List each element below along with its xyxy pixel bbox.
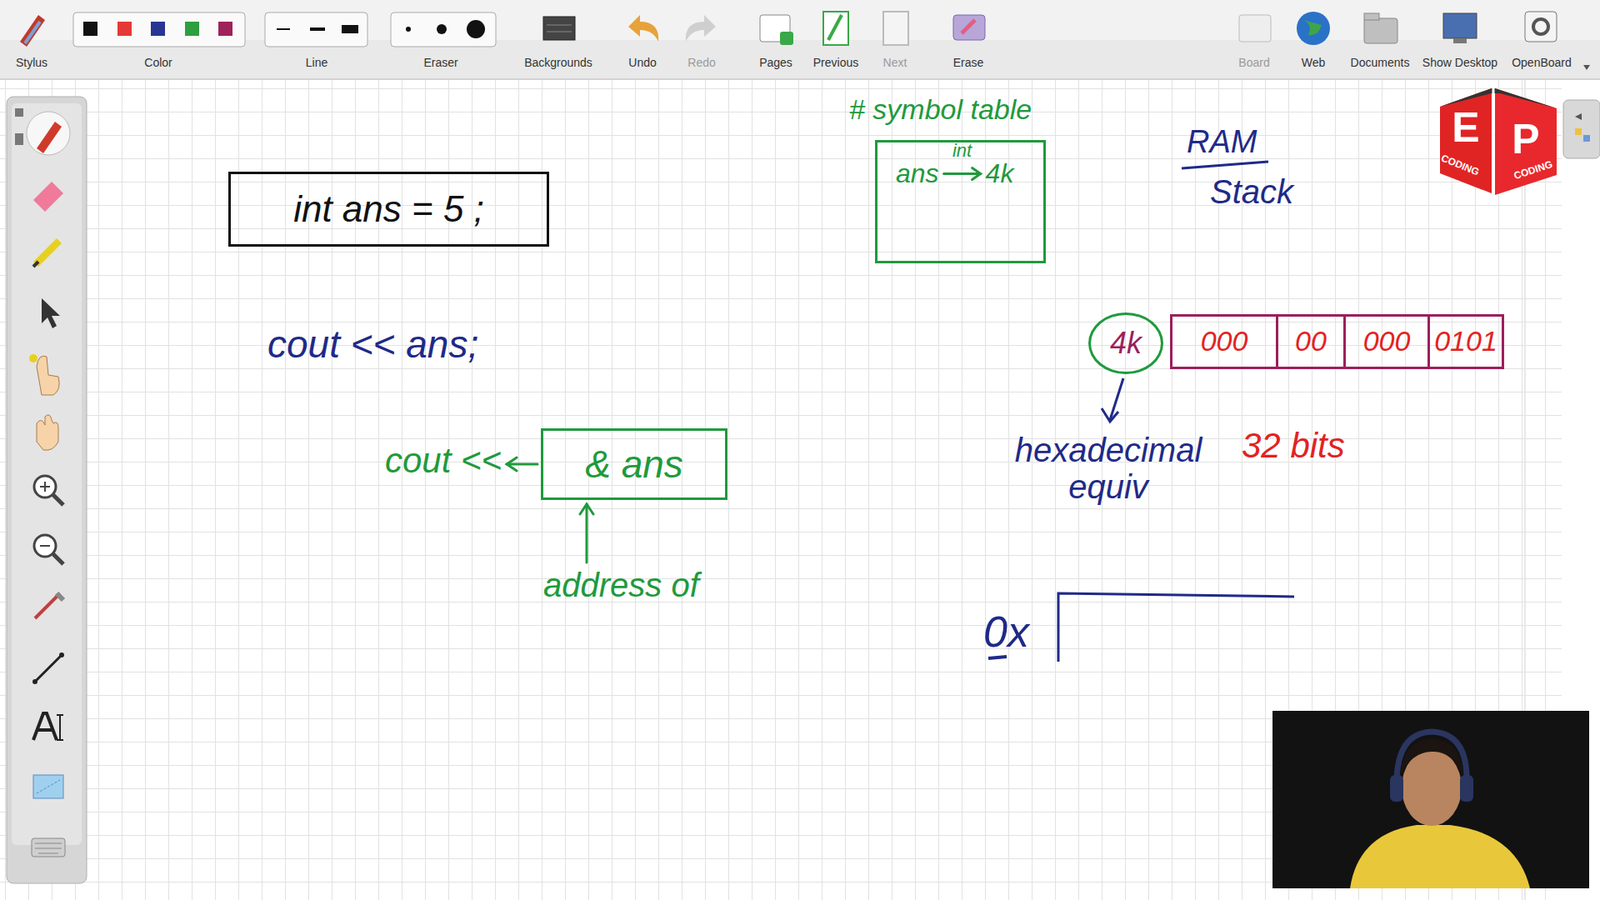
address-circle: 4k xyxy=(1088,312,1164,375)
memory-cell: 000 xyxy=(1170,314,1279,370)
toolbar-label: Documents xyxy=(1350,56,1410,70)
left-toolbar xyxy=(6,96,87,884)
bit-text: 000 xyxy=(1363,325,1411,357)
note: RAM xyxy=(1186,125,1257,160)
toolbar-label: Redo xyxy=(687,56,715,70)
table-heading: # symbol table xyxy=(849,94,1032,125)
toolbar-label: Erase xyxy=(953,56,985,70)
bit-text: 0101 xyxy=(1434,325,1498,357)
toolbar-label: Stylus xyxy=(15,56,48,70)
address-box: & ans xyxy=(540,428,728,500)
toolbar-label: Next xyxy=(883,56,908,70)
logo xyxy=(1440,88,1557,195)
table-arrow xyxy=(944,172,981,175)
top-toolbar xyxy=(0,0,1600,80)
memory-cell: 000 xyxy=(1343,314,1430,370)
table-arrowhead xyxy=(972,168,981,180)
hex-underline xyxy=(988,656,1007,659)
bit-text: 000 xyxy=(1200,325,1249,357)
toolbar-label: Backgrounds xyxy=(524,56,593,70)
toolbar-label: Previous xyxy=(813,56,859,70)
symbol-table-box: # symbol tableansint4k xyxy=(875,140,1046,264)
toolbar-label: Line xyxy=(305,56,328,70)
box-text: & ans xyxy=(585,443,684,486)
toolbar-label: Color xyxy=(144,56,172,70)
memory-cell: 00 xyxy=(1275,314,1346,370)
toolbar-label: Board xyxy=(1238,56,1270,70)
hex-leader xyxy=(1101,378,1124,422)
box-text: 4k xyxy=(1110,326,1142,360)
webcam-feed xyxy=(1272,710,1590,889)
hex-prefix: 0x xyxy=(983,608,1030,656)
note: Stack xyxy=(1210,173,1294,210)
ram-underline xyxy=(1181,161,1269,169)
code-box: int ans = 5 ; xyxy=(228,171,550,247)
code-line: cout << xyxy=(385,441,502,480)
toolbar-label: OpenBoard xyxy=(1511,56,1572,70)
address-arrowhead xyxy=(580,504,594,515)
table-type: int xyxy=(952,140,972,161)
toolbar-label: Eraser xyxy=(423,56,458,70)
table-key: ans xyxy=(895,159,940,189)
note: 32 bits xyxy=(1241,426,1345,465)
note: address of xyxy=(543,566,700,604)
cout-arrow xyxy=(506,463,538,466)
cout-arrowhead xyxy=(506,457,517,471)
hex-bracket xyxy=(1058,593,1295,662)
toolbar-label: Web xyxy=(1301,56,1326,70)
memory-cell: 0101 xyxy=(1427,314,1505,370)
toolbar-label: Undo xyxy=(628,56,656,70)
logo-letter: P xyxy=(1511,116,1540,163)
table-address: 4k xyxy=(985,159,1015,189)
bit-text: 00 xyxy=(1295,325,1327,357)
toolbar-label: Show Desktop xyxy=(1422,56,1498,70)
note: hexadecimal equiv xyxy=(1000,431,1217,505)
address-arrow xyxy=(585,504,589,563)
code-line: cout << ans; xyxy=(267,323,479,366)
toolbar-label: Pages xyxy=(759,56,793,70)
box-text: int ans = 5 ; xyxy=(293,189,485,230)
logo-letter: E xyxy=(1451,105,1480,151)
